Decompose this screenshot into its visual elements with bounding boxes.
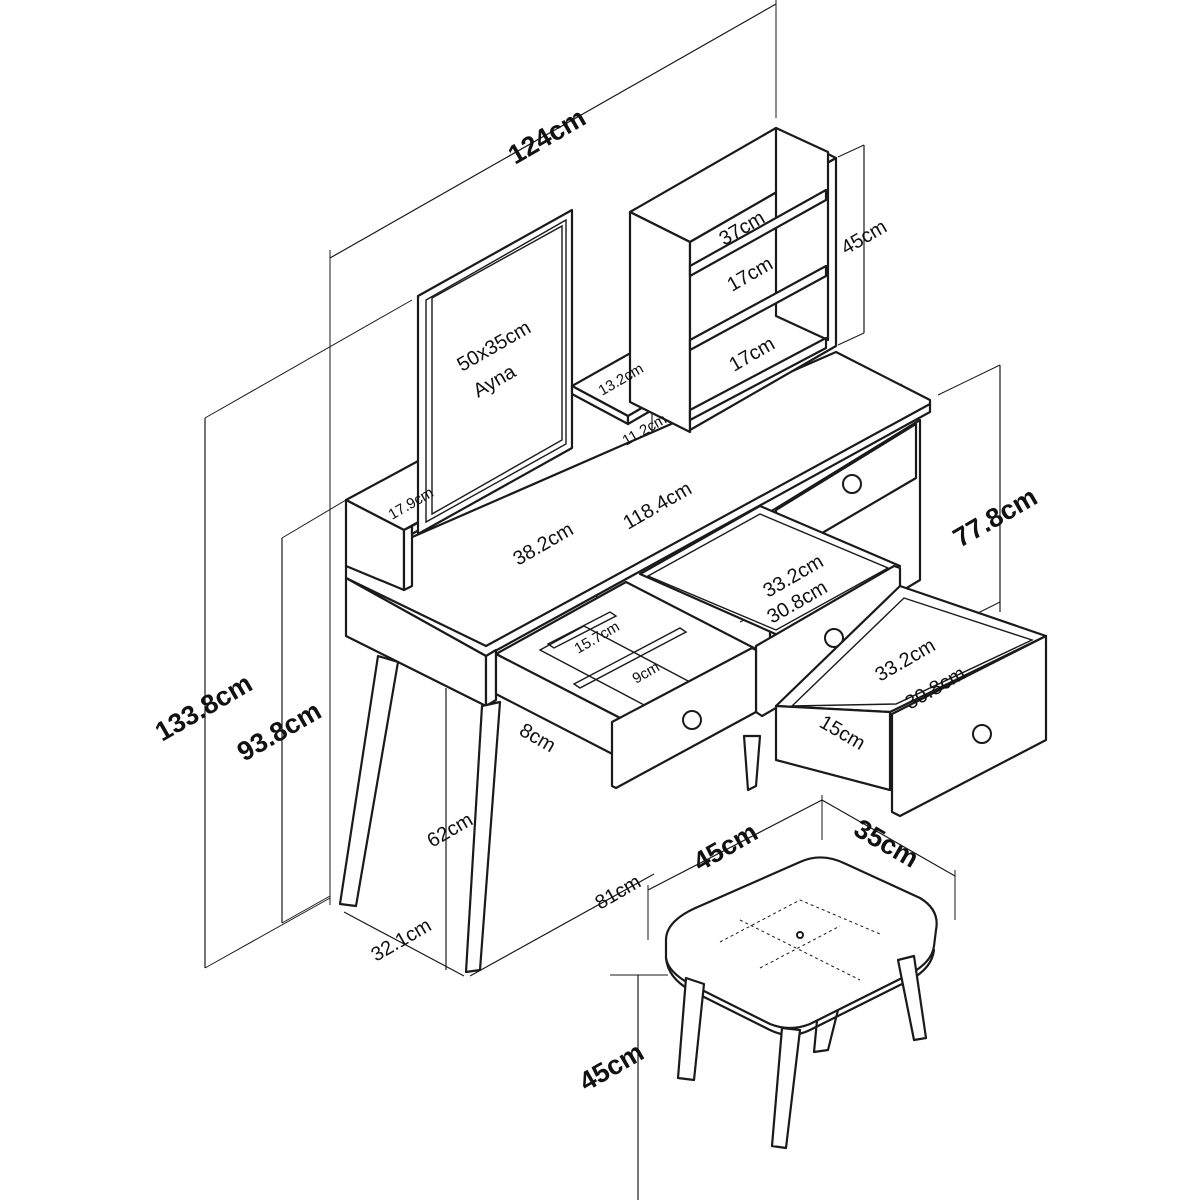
stool-button xyxy=(796,931,804,939)
front-leg-left xyxy=(338,654,400,908)
hutch-shelf-1 xyxy=(688,188,828,278)
right-drawer-box-inner xyxy=(790,597,1034,707)
dim-line-stool-depth xyxy=(821,799,956,877)
ext-line-hutch-bottom xyxy=(837,332,865,346)
stool-leg-left xyxy=(676,976,706,1082)
mirror-frame xyxy=(416,208,574,536)
stool-leg-front xyxy=(770,1026,802,1150)
hutch-shelf-bottom xyxy=(688,336,828,422)
dim-line-leg-span-depth xyxy=(343,911,465,977)
right-drawer-knob[interactable] xyxy=(972,724,992,744)
label-leg-span-depth: 32.1cm xyxy=(368,914,436,966)
stool-leg-right xyxy=(896,954,928,1042)
label-overall-width: 124cm xyxy=(503,102,591,170)
mirror-inner-border xyxy=(425,218,567,524)
label-drawer-height-left: 8cm xyxy=(516,719,560,757)
organizer-divider-3 xyxy=(546,611,618,649)
mirror-glass xyxy=(431,224,563,516)
label-stool-width: 45cm xyxy=(688,817,763,878)
organizer-divider-2 xyxy=(572,627,688,689)
ext-line-hutch-top xyxy=(837,144,865,158)
middle-drawer-box-inner xyxy=(646,513,890,631)
label-stool-depth: 35cm xyxy=(849,813,924,874)
right-drawer-front[interactable] xyxy=(890,634,1048,818)
hutch-right-panel xyxy=(774,126,830,342)
ext-line-table-bottom xyxy=(281,895,331,924)
vanity-table xyxy=(338,126,1048,974)
stool-seat-top xyxy=(664,856,938,1030)
stool xyxy=(664,856,938,1150)
stool-tufting xyxy=(719,899,881,981)
front-leg-right xyxy=(464,700,502,974)
side-compartment-edge xyxy=(402,524,414,592)
hutch-shelf-2 xyxy=(688,264,828,352)
ext-line-table-top xyxy=(281,499,347,539)
left-cabinet-side xyxy=(484,648,498,708)
right-drawer-box-side xyxy=(774,704,892,792)
back-leg-middle xyxy=(742,734,762,792)
ext-line-body-top xyxy=(937,364,1001,396)
dim-line-stool-width xyxy=(647,799,823,891)
ext-line-overall-top xyxy=(204,299,413,419)
middle-drawer-knob[interactable] xyxy=(824,628,844,648)
ext-line-overall-bottom xyxy=(204,897,331,969)
tabletop-edge-right xyxy=(484,402,932,648)
left-drawer-knob[interactable] xyxy=(682,710,702,730)
dim-line-overall-width xyxy=(329,3,777,259)
label-body-height: 77.8cm xyxy=(948,481,1042,553)
dim-line-leg-span-width xyxy=(469,873,655,977)
top-right-drawer-knob[interactable] xyxy=(842,474,862,494)
hutch-left-panel xyxy=(628,210,692,434)
label-leg-height: 62cm xyxy=(424,809,477,853)
tabletop-edge-front xyxy=(344,576,488,648)
label-table-height: 93.8cm xyxy=(232,695,326,767)
label-leg-span-width: 81cm xyxy=(592,871,645,915)
